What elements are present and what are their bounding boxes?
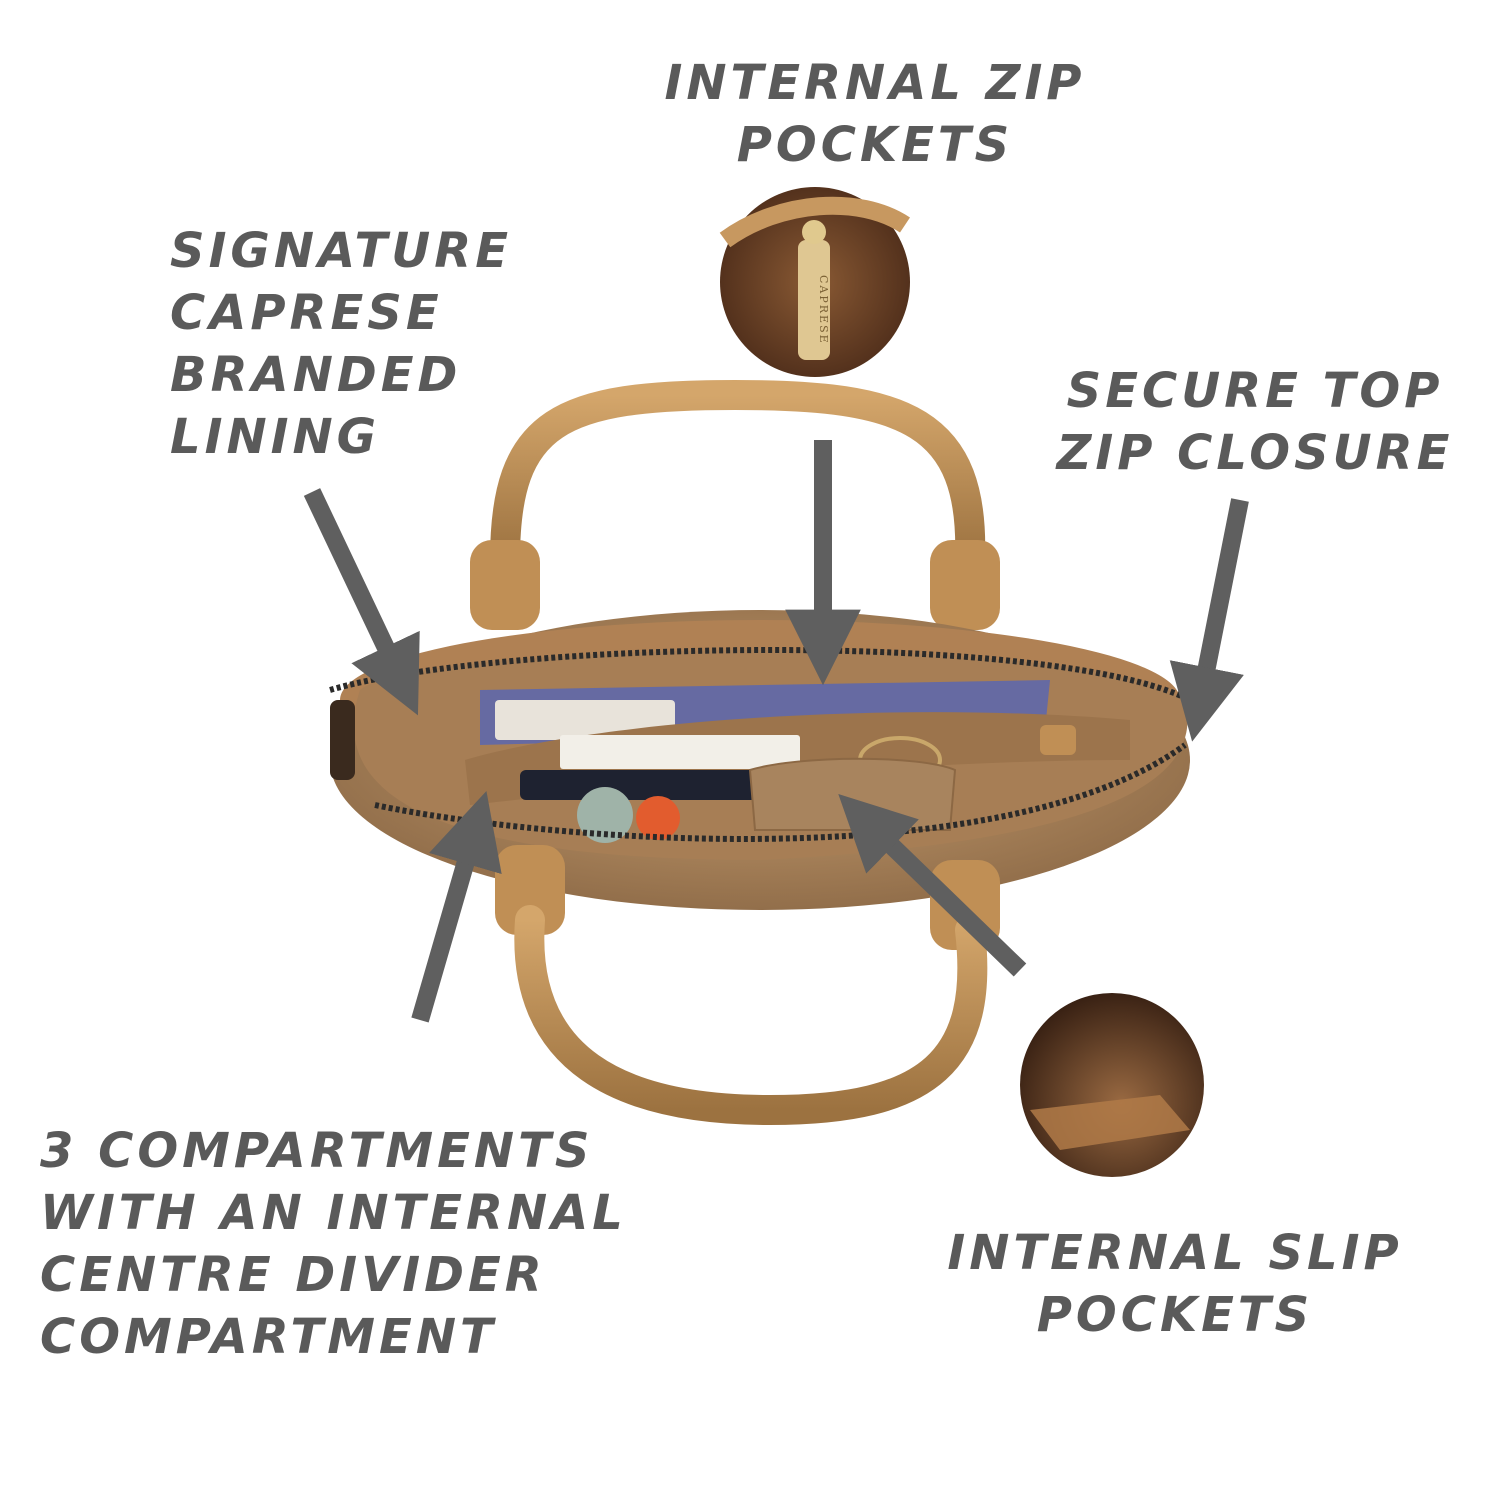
top-zipper (329, 647, 1192, 703)
callout-compartments: 3 COMPARTMENTS WITH AN INTERNAL CENTRE D… (40, 1120, 627, 1368)
callout-line: CENTRE DIVIDER (40, 1247, 546, 1303)
callout-line: CAPRESE (170, 285, 443, 341)
callout-top-zip-closure: SECURE TOP ZIP CLOSURE (1055, 360, 1455, 484)
zip-puller (1040, 725, 1076, 755)
handle-tab-left (470, 540, 540, 630)
callout-line: POCKETS (736, 117, 1014, 173)
handle-tab-right (930, 540, 1000, 630)
zip-pocket-detail-circle (719, 187, 910, 377)
callout-line: INTERNAL SLIP (947, 1225, 1403, 1281)
arrow-top-zip-closure (1169, 498, 1249, 742)
arrow-compartments (411, 790, 502, 1023)
slip-pocket (748, 757, 957, 831)
pompom (577, 787, 633, 843)
callout-line: SECURE TOP (1066, 363, 1444, 419)
book (560, 735, 800, 769)
handle-tab-front-left (495, 845, 565, 935)
slip-pocket-detail-circle (1020, 993, 1204, 1177)
callout-line: BRANDED (170, 347, 462, 403)
front-zipper (374, 742, 1187, 842)
callout-line: SIGNATURE (170, 223, 513, 279)
callout-line: INTERNAL ZIP (664, 55, 1086, 111)
zip-tag-text: CAPRESE (817, 275, 830, 345)
callout-line: WITH AN INTERNAL (40, 1185, 627, 1241)
arrow-slip-pockets (838, 793, 1027, 977)
callout-branded-lining: SIGNATURE CAPRESE BRANDED LINING (170, 220, 512, 468)
callout-line: ZIP CLOSURE (1056, 425, 1454, 481)
front-handle (514, 905, 988, 1126)
callout-line: COMPARTMENT (40, 1309, 497, 1365)
side-strap (330, 700, 355, 780)
callout-internal-zip-pockets: INTERNAL ZIP POCKETS (655, 52, 1095, 176)
callout-slip-pockets: INTERNAL SLIP POCKETS (940, 1222, 1410, 1346)
callout-line: POCKETS (1036, 1287, 1314, 1343)
callout-line: 3 COMPARTMENTS (40, 1123, 594, 1179)
arrow-branded-lining (303, 488, 420, 716)
back-handle (490, 379, 986, 575)
callout-line: LINING (170, 409, 381, 465)
orange-lid (636, 796, 680, 840)
